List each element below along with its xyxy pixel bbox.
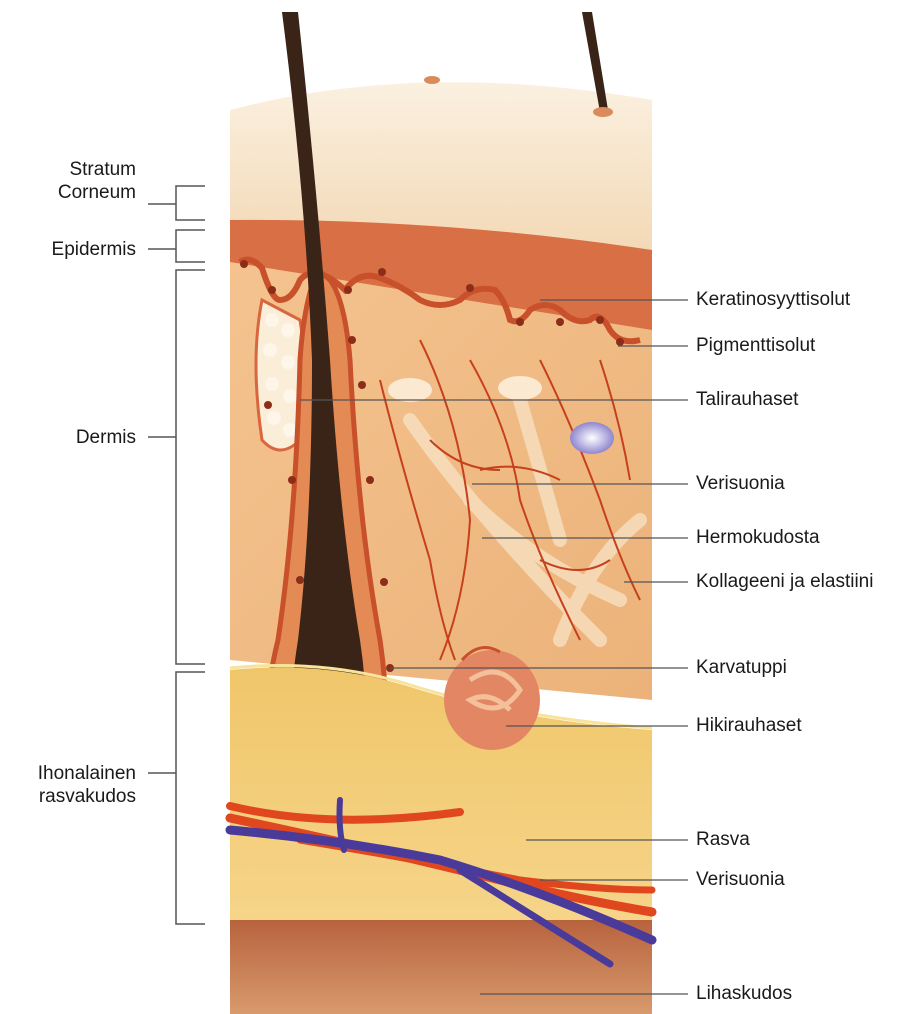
label-blood-vessels-subcutis: Verisuonia [696,868,785,891]
nerve-ending [570,422,614,454]
label-sebaceous-glands: Talirauhaset [696,388,798,411]
label-hair-follicle: Karvatuppi [696,656,787,679]
label-collagen-elastin: Kollageeni ja elastiini [696,570,873,593]
muscle-layer [230,920,652,1014]
label-blood-vessels-dermis: Verisuonia [696,472,785,495]
label-keratinocytes: Keratinosyyttisolut [696,288,850,311]
label-fat: Rasva [696,828,750,851]
label-dermis: Dermis [20,426,136,449]
gland-oval-2 [498,376,542,400]
label-muscle-tissue: Lihaskudos [696,982,792,1005]
layer-brackets [148,186,205,924]
label-subcutis: Ihonalainen rasvakudos [10,762,136,808]
label-stratum-corneum: Stratum Corneum [20,158,136,204]
label-sweat-glands: Hikirauhaset [696,714,802,737]
gland-oval-1 [388,378,432,402]
label-nerve-tissue: Hermokudosta [696,526,820,549]
label-epidermis: Epidermis [20,238,136,261]
label-pigment-cells: Pigmenttisolut [696,334,815,357]
